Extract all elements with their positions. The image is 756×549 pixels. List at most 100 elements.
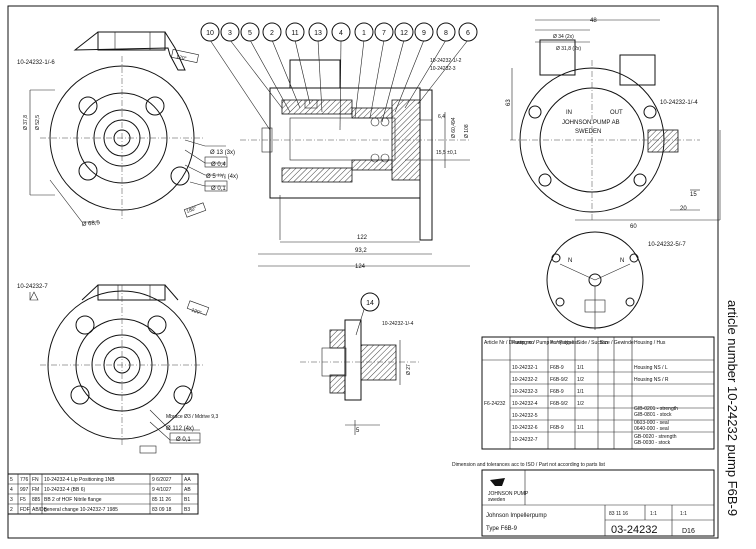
table-cell: F6B-9 — [550, 389, 564, 395]
table-cell: 10-24232-7 — [512, 437, 538, 443]
table-cell: 1/2 — [577, 377, 584, 383]
revision-cell: FM — [32, 487, 39, 493]
table-cell: F6B-9 — [550, 365, 564, 371]
table-cell: F6B-9 — [550, 425, 564, 431]
sheet-scale: 1:1 — [650, 511, 657, 517]
balloon-label: 7 — [382, 30, 386, 37]
table-note: GIB-0801 - stock — [634, 412, 672, 418]
side-article-text: article number 10-24232 pump F6B-9 — [725, 300, 740, 516]
balloon-label: 4 — [339, 30, 343, 37]
table-cell: 1/2 — [577, 401, 584, 407]
drawing-number: 03-24232 — [611, 524, 658, 536]
revision-cell: 10-24232-4 Lip Positioning 1NB — [44, 477, 115, 483]
parts-table-grid — [481, 336, 715, 450]
dim-hole-diameter: Ø 13 (3x) — [210, 150, 235, 156]
label-top-left-view: 10-24232-1/-6 — [17, 60, 55, 66]
dim-63: 63 — [506, 99, 512, 106]
revision-cell: 3 — [10, 497, 13, 503]
table-header: Article Nr / Drawing no — [484, 340, 534, 346]
revision-cell: 83 09 18 — [152, 507, 172, 513]
dim-diameter-378: Ø 37,8 — [23, 115, 29, 130]
table-cell: 10-24232-5 — [512, 413, 538, 419]
revision-cell: 9 6/2027 — [152, 477, 172, 483]
balloon-label: 10 — [206, 30, 214, 37]
revision-cell: FDF — [20, 507, 30, 513]
dim-diameter-27: Ø 27 — [406, 364, 412, 375]
dim-angle-bl: 120° — [190, 307, 202, 316]
revision-cell: FN — [32, 477, 39, 483]
nameplate-n2: N — [620, 258, 624, 264]
table-cell: 10-24232-2 — [512, 377, 538, 383]
dim-60: 60 — [630, 224, 637, 230]
label-detail-view: 10-24232-1/-4 — [382, 321, 414, 327]
dim-diameter-112: Ø 112 (4x) — [166, 426, 194, 432]
scale: 1:1 — [680, 511, 687, 517]
revision-cell: AB/DB — [32, 507, 48, 513]
front-view-bottom-left — [29, 284, 210, 454]
title-block-grid — [481, 469, 715, 537]
dim-diameter-685: Ø 68,5 — [82, 220, 101, 228]
table-cell: 10-24232-6 — [512, 425, 538, 431]
revision-cell: 5 — [10, 477, 13, 483]
table-header: Size / Gewinde — [600, 340, 634, 346]
label-section-upper: 10-24232-1/-2 — [430, 58, 462, 64]
table-note: GIB-0201 - strength — [634, 406, 678, 412]
dim-diameter-60494: Ø 60,494 — [451, 117, 457, 138]
revision-cell: 997 — [20, 487, 29, 493]
table-cell: F6B-9/2 — [550, 401, 568, 407]
end-view-top-right — [510, 19, 721, 221]
balloon-label: 8 — [444, 30, 448, 37]
revision-cell: AA — [184, 477, 191, 483]
tolerance-note: Dimension and tolerances acc to ISO / Pa… — [452, 462, 605, 468]
end-view-right-lower — [546, 231, 644, 330]
revision-cell: BB 2 of HOF Nitrile flange — [44, 497, 102, 503]
dim-length-932: 93,2 — [355, 248, 367, 254]
dim-angle-bottom: 180° — [186, 206, 198, 215]
table-group-label: F6-24232 — [484, 401, 506, 407]
table-note: GB-0030 - stock — [634, 440, 671, 446]
revision-cell: 10-24232-4 (BB 6) — [44, 487, 85, 493]
revision-cell: 4 — [10, 487, 13, 493]
revision-cell: B3 — [184, 507, 190, 513]
sheet-number: D16 — [682, 528, 695, 535]
table-note: GB-0020 - strength — [634, 434, 677, 440]
table-cell: Housing NS / L — [634, 365, 668, 371]
revision-cell: AB — [184, 487, 191, 493]
dim-5: 5 — [356, 428, 360, 434]
table-cell: 10-24232-4 — [512, 401, 538, 407]
nameplate-out: OUT — [610, 110, 623, 116]
revision-cell: 9 4/1027 — [152, 487, 172, 493]
table-cell: 10-24232-1 — [512, 365, 538, 371]
revision-cell: B1 — [184, 497, 190, 503]
front-view-top-left — [29, 31, 228, 223]
table-header: Side / Suction — [577, 340, 608, 346]
sheet-border — [7, 5, 719, 539]
company-name: JOHNSON PUMP — [488, 491, 529, 497]
dim-diameter-34: Ø 34 (2x) — [553, 34, 574, 40]
nameplate-in: IN — [566, 110, 572, 116]
section-view-center — [240, 59, 470, 267]
table-cell: 1/1 — [577, 365, 584, 371]
balloon-label: 2 — [270, 30, 274, 37]
dim-tolerance-3: Ø 0,1 — [176, 437, 191, 443]
label-bottom-left-view: 10-24232-7 — [17, 284, 48, 290]
balloon-label: 9 — [422, 30, 426, 37]
dim-length-124: 124 — [355, 264, 366, 270]
table-header: Pump type — [550, 340, 574, 346]
balloon-row — [200, 22, 478, 131]
dim-15: 15 — [690, 192, 697, 198]
dim-diameter-525: Ø 52,5 — [35, 115, 41, 130]
label-top-right-view: 10-24232-1/-4 — [660, 100, 698, 106]
dim-mbrace: Mbrace Ø3 / Mdrive 9,3 — [166, 414, 218, 420]
dim-diameter-318: Ø 31,8 (2x) — [556, 46, 581, 52]
dim-20: 20 — [680, 206, 687, 212]
drawing-title: Johnson Impellerpump — [486, 513, 547, 519]
revision-table-grid — [7, 473, 199, 515]
balloon-label: 13 — [314, 30, 322, 37]
detail-view — [300, 292, 420, 435]
revision-cell: 2 — [10, 507, 13, 513]
nameplate-country: SWEDEN — [575, 129, 601, 135]
balloon-label: 3 — [228, 30, 232, 37]
